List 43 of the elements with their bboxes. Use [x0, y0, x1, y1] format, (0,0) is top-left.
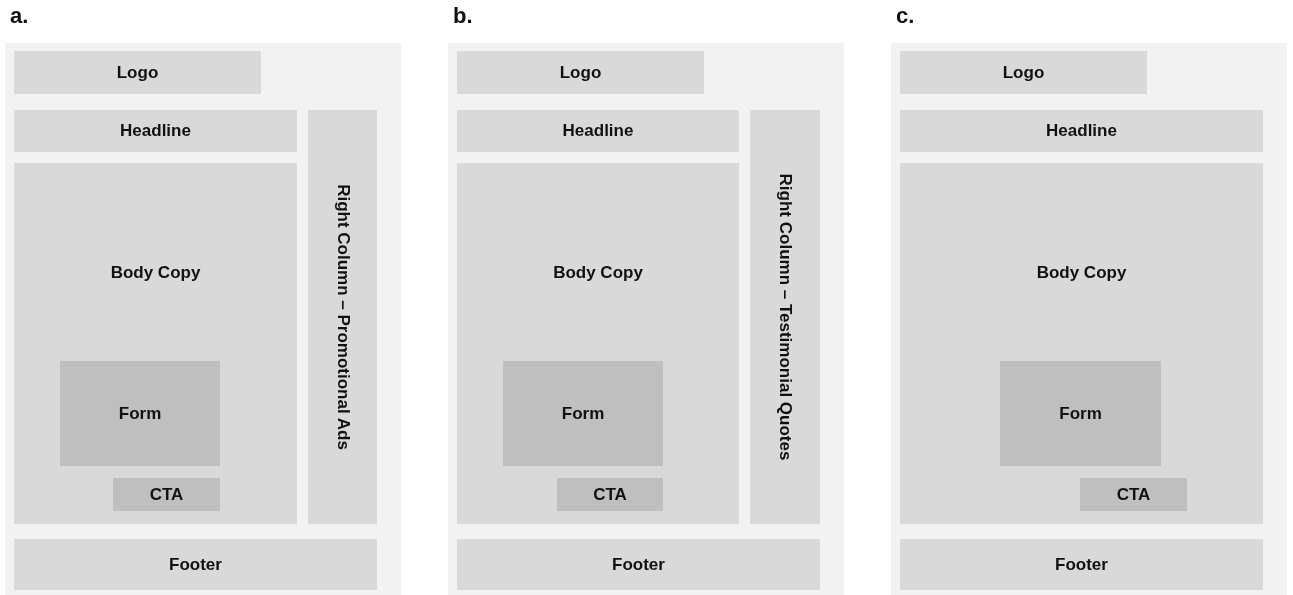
- layout-block: [14, 110, 297, 152]
- layout-block: [457, 539, 820, 590]
- block-label: Logo: [1002, 62, 1045, 83]
- block-label: CTA: [1116, 484, 1151, 505]
- block-label: Headline: [562, 121, 634, 141]
- form-block: [557, 478, 663, 511]
- layout-block: [457, 163, 739, 524]
- block-label: Body Copy: [110, 263, 201, 283]
- block-label: Footer: [1055, 554, 1108, 575]
- block-label: Headline: [1046, 121, 1117, 141]
- block-label: Logo: [116, 62, 159, 83]
- layout-block: [308, 110, 377, 524]
- layout-block: [900, 539, 1263, 590]
- block-label: Form: [118, 403, 162, 424]
- layout-block: [900, 51, 1147, 94]
- block-label: Logo: [559, 62, 602, 83]
- layout-block: [14, 539, 377, 590]
- block-label: Body Copy: [553, 263, 643, 283]
- block-label: Right Column – Testimonial Quotes: [775, 173, 795, 461]
- layout-block: [457, 51, 704, 94]
- form-block: [503, 361, 663, 466]
- form-block: [1000, 361, 1161, 466]
- block-label: Right Column – Promotional Ads: [332, 184, 353, 450]
- layout-block: [750, 110, 820, 524]
- block-label: Form: [561, 403, 605, 424]
- panel-heading: c.: [896, 3, 915, 29]
- block-label: Headline: [120, 121, 191, 141]
- layout-block: [900, 163, 1263, 524]
- block-label: Footer: [612, 554, 665, 575]
- block-label: Body Copy: [1036, 263, 1127, 283]
- panel-heading: b.: [453, 3, 473, 29]
- block-label: CTA: [149, 484, 184, 505]
- layout-block: [457, 110, 739, 152]
- block-label: Form: [1059, 403, 1102, 424]
- layout-block: [14, 51, 261, 94]
- layout-block: [900, 110, 1263, 152]
- block-label: Footer: [169, 554, 222, 575]
- form-block: [60, 361, 220, 466]
- block-label: CTA: [593, 484, 627, 505]
- form-block: [113, 478, 220, 511]
- layout-block: [14, 163, 297, 524]
- form-block: [1080, 478, 1187, 511]
- panel-heading: a.: [10, 3, 29, 29]
